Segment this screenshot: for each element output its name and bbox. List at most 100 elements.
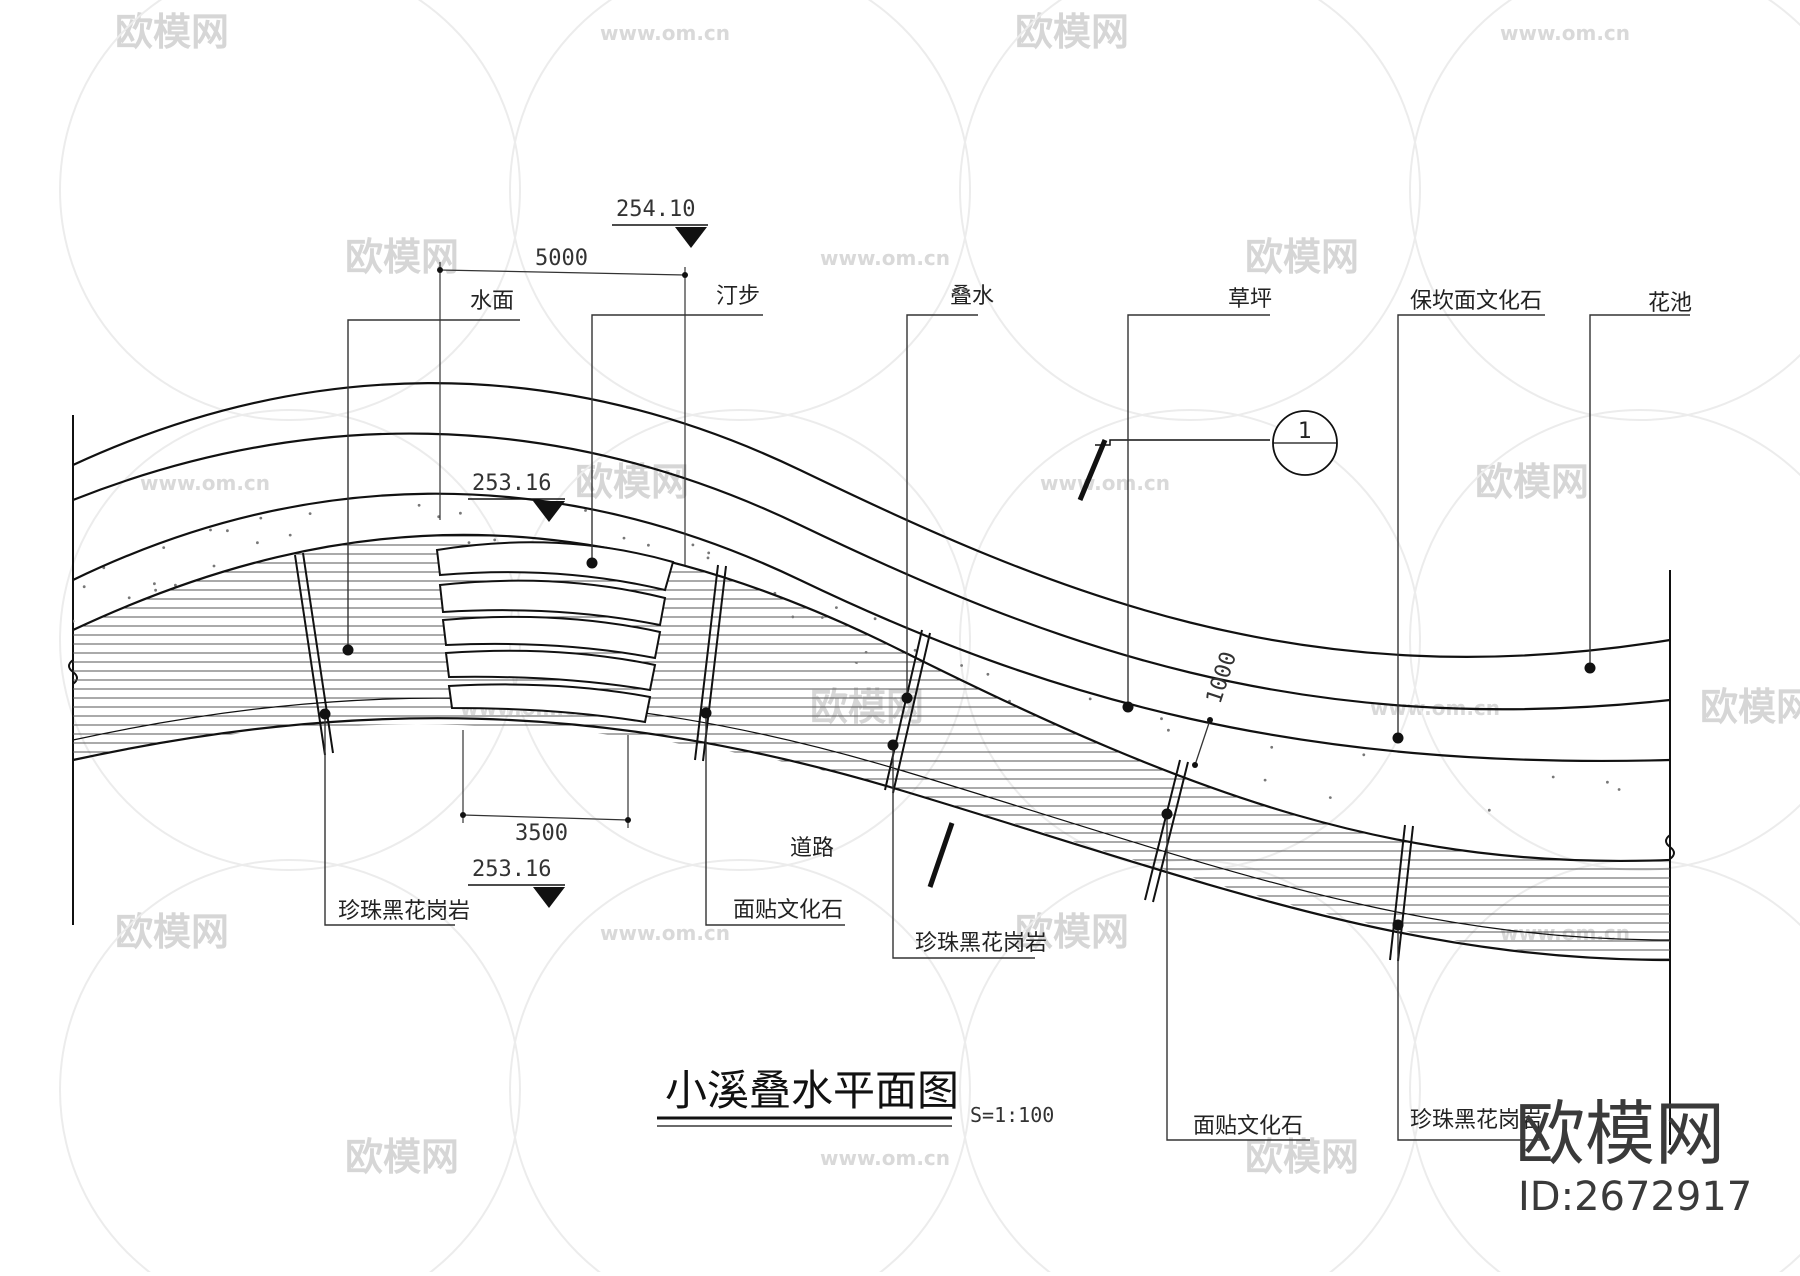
paving-speck bbox=[691, 543, 695, 547]
paving-speck bbox=[933, 792, 937, 796]
paving-speck bbox=[219, 636, 223, 640]
section-number: 1 bbox=[1298, 419, 1312, 444]
paving-speck bbox=[1012, 604, 1016, 608]
paving-speck bbox=[1167, 728, 1170, 732]
paving-speck bbox=[438, 764, 442, 767]
paving-speck bbox=[343, 751, 346, 754]
paving-speck bbox=[957, 458, 960, 461]
paving-speck bbox=[396, 684, 400, 688]
label-culture-stone-2: 面贴文化石 bbox=[1193, 1114, 1303, 1139]
watermark-arc bbox=[509, 0, 971, 421]
paving-speck bbox=[928, 554, 932, 558]
paving-speck bbox=[118, 676, 122, 680]
paving-speck bbox=[776, 481, 779, 484]
paving-speck bbox=[1365, 733, 1368, 737]
paving-speck bbox=[1169, 515, 1172, 519]
paving-speck bbox=[174, 583, 177, 587]
paving-speck bbox=[236, 620, 240, 624]
label-cascade: 叠水 bbox=[950, 284, 994, 309]
paving-speck bbox=[707, 551, 711, 555]
paving-speck bbox=[1607, 680, 1611, 683]
watermark-arc bbox=[59, 0, 521, 421]
paving-speck bbox=[956, 644, 960, 648]
paving-speck bbox=[266, 572, 270, 576]
paving-speck bbox=[1009, 626, 1013, 630]
paving-speck bbox=[1160, 717, 1163, 721]
paving-speck bbox=[217, 618, 221, 622]
elevation-low: 253.16 bbox=[472, 857, 551, 882]
watermark-arc bbox=[59, 859, 521, 1276]
watermark-arc bbox=[1409, 0, 1800, 421]
paving-speck bbox=[433, 663, 437, 667]
paving-speck bbox=[369, 564, 372, 567]
paving-speck bbox=[226, 529, 229, 533]
paving-speck bbox=[194, 783, 198, 787]
leader-dots bbox=[319, 557, 1596, 931]
paving-speck bbox=[569, 799, 572, 802]
paving-speck bbox=[1519, 722, 1522, 726]
paving-speck bbox=[93, 541, 96, 545]
paving-speck bbox=[316, 742, 320, 746]
paving-speck bbox=[1541, 683, 1545, 687]
paving-speck bbox=[584, 509, 587, 512]
paving-speck bbox=[263, 790, 267, 793]
paving-speck bbox=[867, 537, 871, 541]
paving-speck bbox=[434, 807, 438, 811]
paving-speck bbox=[1229, 570, 1232, 573]
paving-speck bbox=[1413, 811, 1417, 814]
paving-speck bbox=[1148, 561, 1151, 564]
paving-speck bbox=[1405, 732, 1409, 736]
paving-speck bbox=[94, 458, 97, 461]
paving-speck bbox=[1415, 484, 1418, 487]
watermark-arc bbox=[959, 409, 1421, 871]
paving-speck bbox=[1328, 796, 1332, 799]
paving-speck bbox=[1015, 450, 1018, 453]
watermark-brand: 欧模网 bbox=[345, 235, 459, 279]
paving-speck bbox=[279, 572, 282, 575]
paving-speck bbox=[1551, 775, 1555, 779]
elevation-marker-top: 254.10 bbox=[612, 197, 708, 248]
label-road: 道路 bbox=[790, 836, 834, 861]
label-granite-3: 珍珠黑花岗岩 bbox=[1410, 1108, 1542, 1133]
paving-speck bbox=[1132, 797, 1135, 801]
paving-speck bbox=[684, 749, 687, 752]
watermark-url: www.om.cn bbox=[1500, 21, 1630, 45]
paving-speck bbox=[622, 536, 626, 540]
paving-speck bbox=[209, 528, 212, 532]
dimension-1000-text: 1000 bbox=[1202, 649, 1242, 707]
paving-speck bbox=[224, 690, 228, 694]
paving-speck bbox=[913, 648, 917, 652]
paving-speck bbox=[214, 582, 218, 586]
label-flower-bed: 花池 bbox=[1648, 291, 1692, 316]
watermark-brand: 欧模网 bbox=[1245, 1135, 1359, 1179]
paving-speck bbox=[1319, 545, 1323, 549]
paving-speck bbox=[1159, 694, 1162, 698]
label-granite-2: 珍珠黑花岗岩 bbox=[915, 931, 1047, 956]
paving-speck bbox=[647, 543, 650, 547]
paving-speck bbox=[391, 649, 394, 652]
paving-speck bbox=[417, 503, 421, 507]
paving-speck bbox=[1123, 507, 1127, 510]
paving-speck bbox=[256, 541, 259, 545]
paving-speck bbox=[901, 539, 905, 543]
paving-speck bbox=[78, 820, 81, 823]
paving-speck bbox=[570, 759, 574, 762]
paving-speck bbox=[98, 747, 102, 751]
paving-speck bbox=[779, 657, 782, 661]
paving-speck bbox=[1230, 716, 1233, 720]
paving-speck bbox=[262, 769, 266, 773]
paving-speck bbox=[341, 463, 344, 466]
paving-speck bbox=[823, 538, 827, 542]
paving-speck bbox=[1113, 597, 1117, 601]
paving-speck bbox=[1326, 554, 1330, 558]
paving-speck bbox=[1632, 822, 1635, 825]
paving-speck bbox=[1200, 713, 1204, 717]
paving-speck bbox=[1054, 612, 1057, 616]
boundary-lines bbox=[68, 415, 1675, 1145]
paving-speck bbox=[393, 725, 397, 729]
paving-speck bbox=[288, 533, 292, 537]
paving-speck bbox=[986, 672, 990, 676]
paving-speck bbox=[467, 541, 471, 544]
paving-speck bbox=[706, 556, 710, 560]
watermark-url: www.om.cn bbox=[600, 21, 730, 45]
